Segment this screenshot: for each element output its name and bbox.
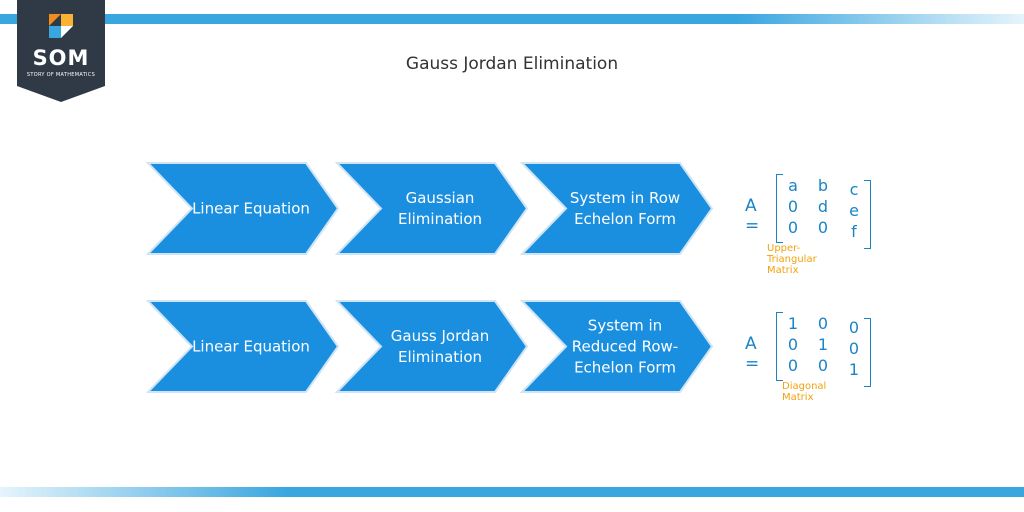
page-title: Gauss Jordan Elimination (405, 54, 619, 74)
matrix-cell: 0 (817, 356, 829, 375)
flow-step-r2-1 (145, 300, 340, 393)
matrix-cell: 1 (848, 360, 860, 379)
matrix-cell: f (851, 222, 857, 241)
matrix-cell: 0 (787, 218, 799, 237)
flow-step-label: Gaussian (406, 189, 475, 207)
flow-step-r1-3 (519, 162, 714, 255)
flow-step-label: Gauss Jordan (391, 327, 489, 345)
flow-step-r1-2 (334, 162, 529, 255)
bottom-stripe (0, 487, 1024, 497)
matrix-cell: c (849, 180, 859, 199)
matrix-cell: 0 (848, 339, 860, 358)
matrix-caption: Upper-Triangular Matrix (767, 243, 817, 276)
matrix-cell: e (849, 201, 859, 220)
som-logo (17, 0, 105, 102)
flow-step-label: Echelon Form (574, 210, 676, 228)
flow-step-label: Linear Equation (192, 200, 310, 218)
matrix-bracket-left (776, 312, 783, 381)
matrix-cell: 0 (848, 318, 860, 337)
flow-step-r1-1 (145, 162, 340, 255)
matrix-cell: d (817, 197, 829, 216)
matrix-cell: 0 (787, 356, 799, 375)
flow-step-label: Reduced Row- (572, 338, 678, 356)
matrix-label: A = (745, 334, 760, 374)
matrix-cell: 0 (787, 335, 799, 354)
flow-step-r2-2 (334, 300, 529, 393)
matrix-cell: a (788, 176, 798, 195)
matrix-cell: 0 (817, 218, 829, 237)
matrix-caption: Diagonal Matrix (782, 381, 827, 403)
logo-text: SOM (32, 46, 90, 70)
matrix-bracket-right (864, 180, 871, 249)
logo-orange-block (61, 14, 73, 26)
flow-step-label: Elimination (398, 348, 482, 366)
matrix-cell: b (817, 176, 829, 195)
matrix-bracket-left (776, 174, 783, 243)
flow-step-label: Elimination (398, 210, 482, 228)
logo-subtext: STORY OF MATHEMATICS (26, 72, 96, 78)
flow-step-label: System in Row (570, 189, 680, 207)
matrix-bracket-right (864, 318, 871, 387)
matrix-cell: 1 (787, 314, 799, 333)
flow-step-label: Echelon Form (574, 359, 676, 377)
matrix-cell: 1 (817, 335, 829, 354)
flow-step-r2-3 (519, 300, 714, 393)
matrix-cell: 0 (817, 314, 829, 333)
matrix-cell: 0 (787, 197, 799, 216)
top-stripe (0, 14, 1024, 24)
flow-step-label: Linear Equation (192, 338, 310, 356)
flow-step-label: System in (588, 317, 662, 335)
matrix-label: A = (745, 196, 760, 236)
